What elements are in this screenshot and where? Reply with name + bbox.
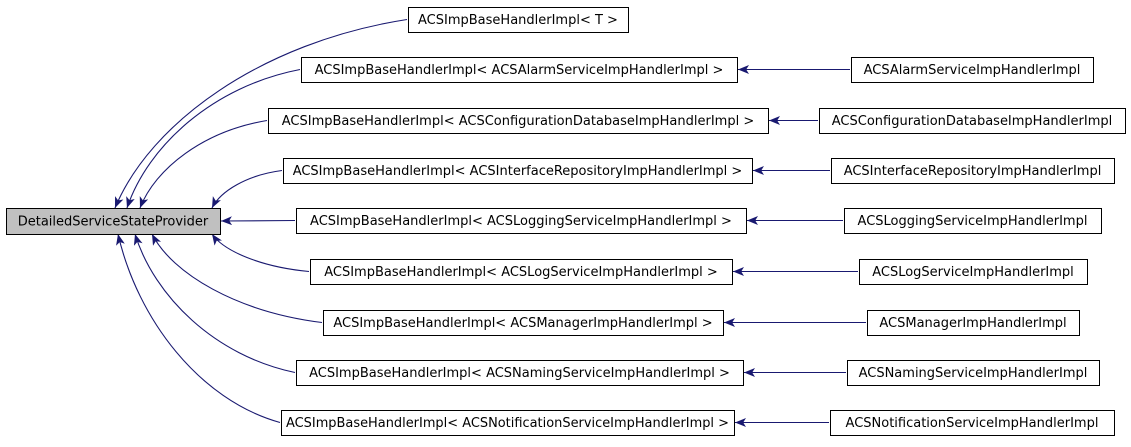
class-node-label: ACSInterfaceRepositoryImpHandlerImpl bbox=[844, 164, 1102, 179]
inheritance-arrow-base-row3 bbox=[211, 169, 283, 209]
class-node-label: ACSImpBaseHandlerImpl< ACSNamingServiceI… bbox=[309, 366, 730, 381]
class-node-acsimpbasehandlerimpl-acsinterfacerepositoryimph[interactable]: ACSImpBaseHandlerImpl< ACSInterfaceRepos… bbox=[283, 158, 753, 184]
class-node-label: ACSImpBaseHandlerImpl< ACSAlarmServiceIm… bbox=[315, 63, 724, 78]
class-node-acsalarmserviceimphandlerimpl[interactable]: ACSAlarmServiceImpHandlerImpl bbox=[851, 57, 1094, 83]
inheritance-arrow-base-row1 bbox=[126, 68, 301, 209]
class-node-label: ACSImpBaseHandlerImpl< ACSInterfaceRepos… bbox=[293, 164, 743, 179]
class-node-box bbox=[6, 208, 221, 235]
class-node-box[interactable] bbox=[296, 208, 747, 234]
class-node-label: ACSNamingServiceImpHandlerImpl bbox=[859, 366, 1088, 381]
class-node-label: ACSImpBaseHandlerImpl< ACSConfigurationD… bbox=[282, 114, 754, 129]
class-node-label: ACSManagerImpHandlerImpl bbox=[879, 316, 1066, 331]
class-node-box[interactable] bbox=[281, 410, 735, 436]
class-node-label: ACSLoggingServiceImpHandlerImpl bbox=[858, 214, 1088, 229]
class-node-detailedservicestateprovider: DetailedServiceStateProvider bbox=[6, 208, 221, 235]
inheritance-arrow-base-row6 bbox=[151, 233, 323, 324]
class-node-label: ACSImpBaseHandlerImpl< ACSManagerImpHand… bbox=[333, 316, 712, 331]
class-node-acsconfigurationdatabaseimphandlerimpl[interactable]: ACSConfigurationDatabaseImpHandlerImpl bbox=[819, 108, 1126, 134]
class-node-acsimpbasehandlerimpl-acsnamingserviceimphandler[interactable]: ACSImpBaseHandlerImpl< ACSNamingServiceI… bbox=[296, 360, 744, 386]
class-node-box[interactable] bbox=[283, 158, 753, 184]
class-node-label: ACSImpBaseHandlerImpl< ACSLogServiceImpH… bbox=[324, 265, 718, 280]
class-node-box[interactable] bbox=[847, 360, 1100, 386]
inheritance-arrow-base-row4 bbox=[220, 216, 296, 226]
inheritance-arrow-base-row8 bbox=[116, 233, 281, 424]
class-node-label: ACSImpBaseHandlerImpl< ACSNotificationSe… bbox=[286, 416, 729, 431]
class-node-label: DetailedServiceStateProvider bbox=[18, 215, 209, 230]
class-node-acsnotificationserviceimphandlerimpl[interactable]: ACSNotificationServiceImpHandlerImpl bbox=[830, 410, 1115, 436]
class-node-label: ACSAlarmServiceImpHandlerImpl bbox=[864, 63, 1081, 78]
class-node-label: ACSConfigurationDatabaseImpHandlerImpl bbox=[832, 114, 1112, 129]
class-node-label: ACSLogServiceImpHandlerImpl bbox=[872, 265, 1074, 280]
inheritance-arrow-base-row7 bbox=[133, 233, 296, 374]
class-node-label: ACSImpBaseHandlerImpl< ACSLoggingService… bbox=[310, 214, 732, 229]
class-node-acsimpbasehandlerimpl-t[interactable]: ACSImpBaseHandlerImpl< T > bbox=[408, 7, 629, 33]
class-node-box[interactable] bbox=[831, 158, 1115, 184]
class-node-box[interactable] bbox=[819, 108, 1126, 134]
class-node-box[interactable] bbox=[830, 410, 1115, 436]
class-node-acslogserviceimphandlerimpl[interactable]: ACSLogServiceImpHandlerImpl bbox=[859, 259, 1088, 285]
class-node-acsimpbasehandlerimpl-acsalarmserviceimphandleri[interactable]: ACSImpBaseHandlerImpl< ACSAlarmServiceIm… bbox=[301, 57, 738, 83]
class-node-acsimpbasehandlerimpl-acslogserviceimphandlerimp[interactable]: ACSImpBaseHandlerImpl< ACSLogServiceImpH… bbox=[310, 259, 733, 285]
class-node-acsnamingserviceimphandlerimpl[interactable]: ACSNamingServiceImpHandlerImpl bbox=[847, 360, 1100, 386]
class-node-box[interactable] bbox=[844, 208, 1102, 234]
class-node-acsinterfacerepositoryimphandlerimpl[interactable]: ACSInterfaceRepositoryImpHandlerImpl bbox=[831, 158, 1115, 184]
class-node-box[interactable] bbox=[408, 7, 629, 33]
class-node-box[interactable] bbox=[851, 57, 1094, 83]
class-node-box[interactable] bbox=[310, 259, 733, 285]
class-node-acsimpbasehandlerimpl-acsmanagerimphandlerimpl[interactable]: ACSImpBaseHandlerImpl< ACSManagerImpHand… bbox=[323, 310, 724, 336]
class-node-box[interactable] bbox=[301, 57, 738, 83]
inheritance-arrow-base-row2 bbox=[139, 119, 268, 209]
inheritance-arrow-base-row5 bbox=[211, 233, 310, 273]
class-node-label: ACSNotificationServiceImpHandlerImpl bbox=[846, 416, 1099, 431]
class-node-acsloggingserviceimphandlerimpl[interactable]: ACSLoggingServiceImpHandlerImpl bbox=[844, 208, 1102, 234]
class-node-acsimpbasehandlerimpl-acsloggingserviceimphandle[interactable]: ACSImpBaseHandlerImpl< ACSLoggingService… bbox=[296, 208, 747, 234]
class-node-box[interactable] bbox=[296, 360, 744, 386]
class-node-acsimpbasehandlerimpl-acsconfigurationdatabaseim[interactable]: ACSImpBaseHandlerImpl< ACSConfigurationD… bbox=[268, 108, 769, 134]
class-node-label: ACSImpBaseHandlerImpl< T > bbox=[418, 13, 618, 28]
class-node-acsmanagerimphandlerimpl[interactable]: ACSManagerImpHandlerImpl bbox=[867, 310, 1080, 336]
class-node-box[interactable] bbox=[859, 259, 1088, 285]
class-node-box[interactable] bbox=[323, 310, 724, 336]
class-node-acsimpbasehandlerimpl-acsnotificationserviceimph[interactable]: ACSImpBaseHandlerImpl< ACSNotificationSe… bbox=[281, 410, 735, 436]
class-node-box[interactable] bbox=[268, 108, 769, 134]
inheritance-arrow-base-row0 bbox=[114, 18, 408, 209]
class-node-box[interactable] bbox=[867, 310, 1080, 336]
